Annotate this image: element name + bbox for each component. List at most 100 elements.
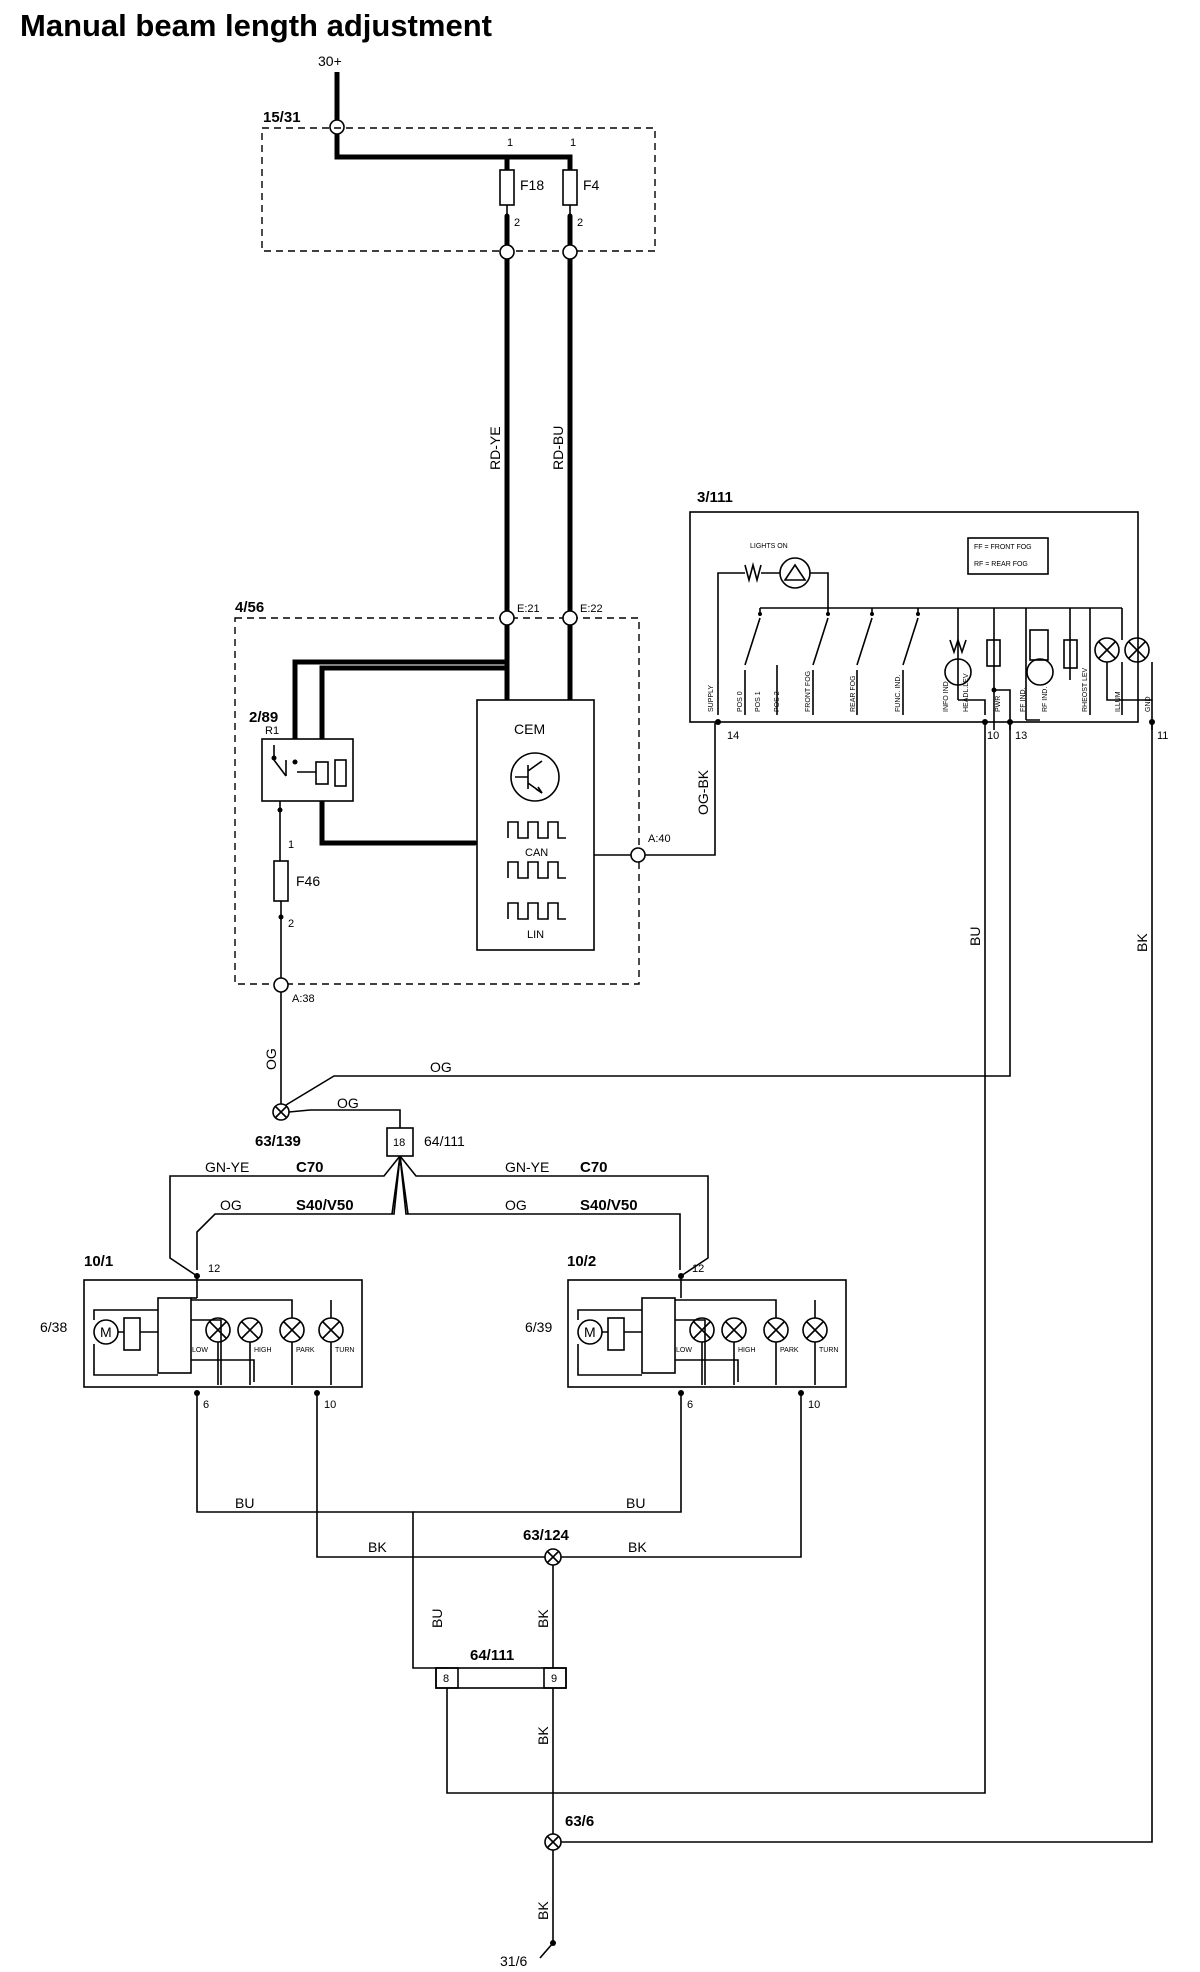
can-label: CAN xyxy=(525,847,548,859)
connector-bottom-pin8: 8 xyxy=(443,1673,449,1685)
bulb-low-right: LOW xyxy=(676,1347,692,1354)
bulb-turn-right: TURN xyxy=(819,1347,838,1354)
connector-bottom-id: 64/111 xyxy=(470,1647,514,1664)
wire-label-bk-right: BK xyxy=(1134,933,1150,952)
wire-label-bk-mid: BK xyxy=(628,1539,647,1555)
fuse-f4-label: F4 xyxy=(583,177,600,193)
motor-6-39-label: 6/39 xyxy=(525,1319,552,1335)
relay-id: 2/89 xyxy=(249,709,278,726)
motor-m-left: M xyxy=(100,1324,112,1340)
relay-2-89 xyxy=(261,738,354,802)
ls-pin-10: 10 xyxy=(987,730,999,742)
ground-label: 31/6 xyxy=(500,1953,527,1969)
bulb-turn-left: TURN xyxy=(335,1347,354,1354)
fuse-f4-pin-in: 1 xyxy=(570,137,576,149)
bulb-park-right: PARK xyxy=(780,1347,799,1354)
fuse-f46 xyxy=(273,860,289,902)
headlamp-10-2-pin12: 12 xyxy=(692,1263,704,1275)
pin-e22: E:22 xyxy=(580,603,603,615)
wire-label-bu-vert: BU xyxy=(429,1609,445,1628)
lin-label: LIN xyxy=(527,929,544,941)
wire-label-og-a38: OG xyxy=(263,1048,279,1070)
fuse-box-id: 15/31 xyxy=(263,109,301,126)
wire-label-og-top: OG xyxy=(430,1059,452,1075)
fuse-f46-pin2: 2 xyxy=(288,918,294,930)
wire-label-gn-ye-left: GN-YE xyxy=(205,1159,249,1175)
fuse-f46-label: F46 xyxy=(296,873,320,889)
cem-box-id: 4/56 xyxy=(235,599,264,616)
connector-64-111-top: 18 64/111 xyxy=(386,1127,465,1157)
headlamp-10-1: 10/1 6/38 12 M LOW HIGH PARK TURN 6 10 xyxy=(40,1253,363,1411)
wire-label-rd-ye: RD-YE xyxy=(487,426,503,470)
ls-pin-13: 13 xyxy=(1015,730,1027,742)
svg-text:RF IND.: RF IND. xyxy=(1042,687,1049,712)
wire-label-bk-lower: BK xyxy=(535,1726,551,1745)
connector-64-111-bottom: 64/111 8 9 xyxy=(435,1647,567,1689)
pin-a40: A:40 xyxy=(648,833,671,845)
splice-63-139-label: 63/139 xyxy=(255,1133,301,1150)
svg-text:POS 2: POS 2 xyxy=(774,691,781,712)
svg-text:SUPPLY: SUPPLY xyxy=(708,685,715,712)
headlamp-10-2-pin6: 6 xyxy=(687,1399,693,1411)
svg-text:FUNC. IND.: FUNC. IND. xyxy=(895,675,902,712)
headlamp-10-1-pin12: 12 xyxy=(208,1263,220,1275)
fuse-f4 xyxy=(562,169,578,206)
light-switch-pin-labels: SUPPLY POS 0 POS 1 POS 2 FRONT FOG REAR … xyxy=(708,667,1152,712)
fuse-f18-label: F18 xyxy=(520,177,544,193)
svg-text:ILLUM: ILLUM xyxy=(1115,691,1122,712)
connector-top-id: 64/111 xyxy=(424,1133,465,1149)
splice-63-124: 63/124 xyxy=(523,1527,570,1566)
legend-front-fog: FF = FRONT FOG xyxy=(974,544,1032,551)
fuse-f4-pin-out: 2 xyxy=(577,217,583,229)
pin-e21: E:21 xyxy=(517,603,540,615)
variant-s40v50-left: S40/V50 xyxy=(296,1197,354,1214)
wire-label-rd-bu: RD-BU xyxy=(550,426,566,470)
supply-label: 30+ xyxy=(318,53,342,69)
bulb-low-left: LOW xyxy=(192,1347,208,1354)
fuse-f18-pin-out: 2 xyxy=(514,217,520,229)
pin-a38: A:38 xyxy=(292,993,315,1005)
connector-bottom-pin9: 9 xyxy=(551,1673,557,1685)
wire-label-bu-right: BU xyxy=(967,927,983,946)
bulb-high-right: HIGH xyxy=(738,1347,756,1354)
wire-label-bu-mid: BU xyxy=(626,1495,645,1511)
svg-text:INFO IND.: INFO IND. xyxy=(943,679,950,712)
wire-label-og-bk: OG-BK xyxy=(695,769,711,815)
fuse-box-15-31: 30+ 15/31 1 1 F18 F4 2 2 xyxy=(261,53,656,260)
splice-63-6-label: 63/6 xyxy=(565,1813,594,1830)
headlamp-10-2-id: 10/2 xyxy=(567,1253,596,1270)
headlamp-10-1-id: 10/1 xyxy=(84,1253,113,1270)
headlamp-10-2: 10/2 6/39 12 M LOW HIGH PARK TURN 6 10 xyxy=(525,1253,847,1411)
light-switch-module-3-111: 3/111 LIGHTS ON FF = FRONT FOG RF = REAR… xyxy=(689,489,1168,742)
lights-on-label: LIGHTS ON xyxy=(750,543,788,550)
motor-6-38-label: 6/38 xyxy=(40,1319,67,1335)
wire-label-bk-vert: BK xyxy=(535,1609,551,1628)
svg-text:PWR: PWR xyxy=(995,696,1002,712)
wire-label-og-right: OG xyxy=(505,1197,527,1213)
splice-63-139: 63/139 xyxy=(255,1103,301,1150)
fuse-f18-pin-in: 1 xyxy=(507,137,513,149)
splice-63-124-label: 63/124 xyxy=(523,1527,570,1544)
svg-text:RHEOST LEV: RHEOST LEV xyxy=(1082,667,1089,712)
svg-text:POS 1: POS 1 xyxy=(755,691,762,712)
ls-pin-14: 14 xyxy=(727,730,739,742)
svg-text:FF IND.: FF IND. xyxy=(1020,687,1027,712)
wire-label-bu-left: BU xyxy=(235,1495,254,1511)
cem-label: CEM xyxy=(514,721,545,737)
headlamp-10-2-pin10: 10 xyxy=(808,1399,820,1411)
headlamp-10-1-pin10: 10 xyxy=(324,1399,336,1411)
light-switch-id: 3/111 xyxy=(697,489,733,506)
wire-label-og-left: OG xyxy=(220,1197,242,1213)
wire-label-bk-ground: BK xyxy=(535,1901,551,1920)
bulb-high-left: HIGH xyxy=(254,1347,272,1354)
cem-unit xyxy=(476,699,595,951)
svg-text:FRONT FOG: FRONT FOG xyxy=(805,671,812,712)
wire-label-bk-left: BK xyxy=(368,1539,387,1555)
fuse-f46-pin1: 1 xyxy=(288,839,294,851)
svg-text:GND: GND xyxy=(1145,696,1152,712)
lin-signal-icon xyxy=(507,902,566,920)
ls-pin-11: 11 xyxy=(1157,730,1168,742)
fuse-f18 xyxy=(499,169,515,206)
legend-rear-fog: RF = REAR FOG xyxy=(974,561,1028,568)
